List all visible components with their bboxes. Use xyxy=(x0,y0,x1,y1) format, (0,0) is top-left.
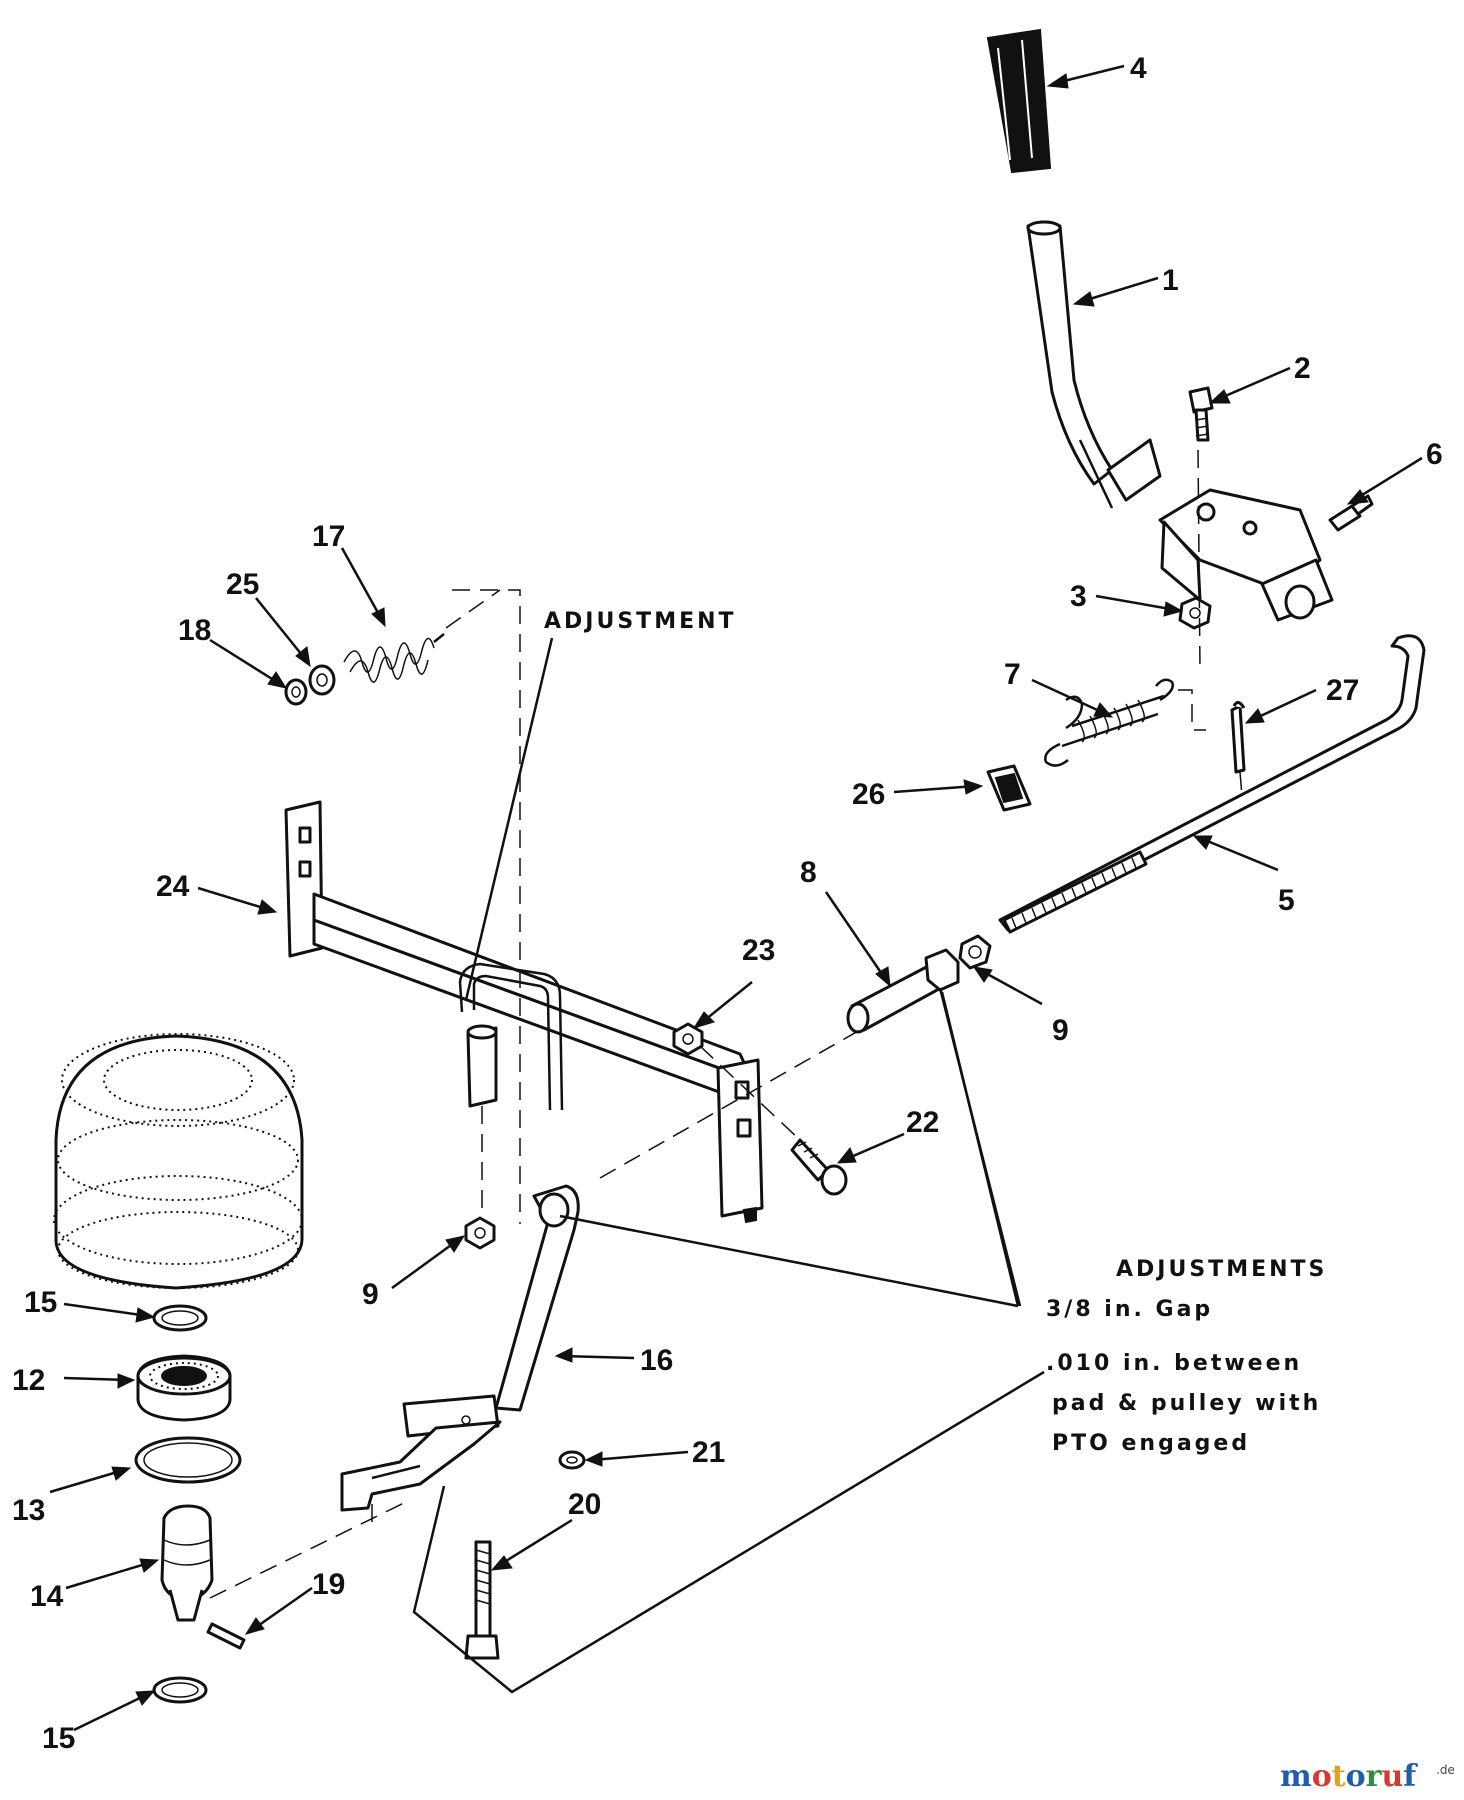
bearing-12 xyxy=(136,1354,232,1422)
center-line-pin-27 xyxy=(1239,771,1243,797)
callout-6: 6 xyxy=(1426,438,1443,471)
callout-15-bottom: 15 xyxy=(42,1722,75,1755)
watermark-letter: o xyxy=(1346,1759,1366,1794)
washer-18 xyxy=(284,678,308,706)
callout-1: 1 xyxy=(1162,264,1179,297)
callout-19: 19 xyxy=(312,1568,345,1601)
snap-ring-15-top xyxy=(152,1304,208,1332)
callout-17: 17 xyxy=(312,520,345,553)
callout-27: 27 xyxy=(1326,674,1359,707)
watermark-letter: o xyxy=(1312,1759,1332,1794)
spring-7 xyxy=(1044,678,1174,767)
watermark-letter: u xyxy=(1381,1759,1403,1794)
clip-26 xyxy=(986,764,1032,812)
bolt-22 xyxy=(790,1138,848,1196)
center-line-spring-17 xyxy=(445,589,501,629)
center-line-left xyxy=(209,1499,411,1599)
watermark-letter: r xyxy=(1366,1759,1383,1794)
lever-bracket xyxy=(1106,438,1334,622)
nut-9-lower xyxy=(464,1216,496,1250)
watermark-suffix: .de xyxy=(1436,1763,1455,1777)
callout-7: 7 xyxy=(1004,658,1021,691)
pivot-bushing xyxy=(466,1024,498,1108)
adjustment-notes: ADJUSTMENT ADJUSTMENTS 3/8 in. Gap .010 … xyxy=(544,609,1327,1456)
callout-labels: 1 2 3 4 5 6 7 8 9 9 12 13 14 15 15 16 17… xyxy=(12,52,1443,1755)
bolt-2 xyxy=(1188,386,1214,442)
leader-lines xyxy=(49,64,1423,1732)
watermark-letter: f xyxy=(1403,1759,1418,1794)
pto-lever xyxy=(1026,220,1114,509)
gap-note: 3/8 in. Gap xyxy=(1046,1297,1213,1322)
adjustment-label: ADJUSTMENT xyxy=(544,609,737,634)
idler-arm-16 xyxy=(340,1184,580,1512)
center-line-spring-7 xyxy=(1178,689,1206,731)
callout-20: 20 xyxy=(568,1488,601,1521)
nut-3 xyxy=(1178,596,1212,630)
callout-18: 18 xyxy=(178,614,211,647)
u-bolt xyxy=(458,962,564,1111)
clearance-note-line-3: PTO engaged xyxy=(1052,1431,1250,1456)
snap-ring-15-bottom xyxy=(152,1676,208,1704)
control-rod xyxy=(998,634,1426,934)
bolt-20 xyxy=(464,1540,500,1660)
callout-24: 24 xyxy=(156,870,190,903)
callout-22: 22 xyxy=(906,1106,939,1139)
callout-25: 25 xyxy=(226,568,259,601)
pin-19 xyxy=(206,1622,246,1650)
cotter-pin-27 xyxy=(1230,701,1246,774)
callout-12: 12 xyxy=(12,1364,45,1397)
callout-9-lower: 9 xyxy=(362,1278,379,1311)
callout-16: 16 xyxy=(640,1344,673,1377)
callout-3: 3 xyxy=(1070,580,1087,613)
washer-21 xyxy=(558,1450,586,1470)
callout-5: 5 xyxy=(1278,884,1295,917)
bracket-24 xyxy=(284,800,764,1224)
clearance-note-line-2: pad & pulley with xyxy=(1052,1391,1321,1416)
callout-4: 4 xyxy=(1130,52,1147,85)
center-line-lever xyxy=(1197,449,1201,671)
callout-23: 23 xyxy=(742,934,775,967)
washer-25 xyxy=(308,664,336,696)
adjustments-title: ADJUSTMENTS xyxy=(1116,1257,1327,1282)
svg-text:motoruf: motoruf xyxy=(1280,1759,1418,1794)
watermark-letter: t xyxy=(1332,1759,1346,1794)
callout-8: 8 xyxy=(800,856,817,889)
callout-15-top: 15 xyxy=(24,1286,57,1319)
watermark-logo: motoruf .de xyxy=(1280,1759,1455,1794)
spring-17 xyxy=(343,633,445,683)
center-line-rod xyxy=(599,1029,861,1179)
clearance-note-line-1: .010 in. between xyxy=(1046,1351,1302,1376)
shaft-14 xyxy=(160,1504,214,1622)
callout-13: 13 xyxy=(12,1494,45,1527)
sleeve-8 xyxy=(846,948,960,1034)
callout-14: 14 xyxy=(30,1580,64,1613)
callout-9-rod: 9 xyxy=(1052,1014,1069,1047)
callout-21: 21 xyxy=(692,1436,725,1469)
adjustment-leaders xyxy=(412,637,1045,1694)
center-line-adjustment xyxy=(452,589,521,1224)
watermark-letter: m xyxy=(1280,1759,1312,1794)
handle-grip xyxy=(986,28,1052,174)
retaining-ring-13 xyxy=(134,1436,242,1484)
nut-23 xyxy=(672,1022,704,1056)
callout-2: 2 xyxy=(1294,352,1311,385)
pulley xyxy=(53,1033,304,1290)
nut-9-rod xyxy=(958,934,992,970)
callout-26: 26 xyxy=(852,778,885,811)
